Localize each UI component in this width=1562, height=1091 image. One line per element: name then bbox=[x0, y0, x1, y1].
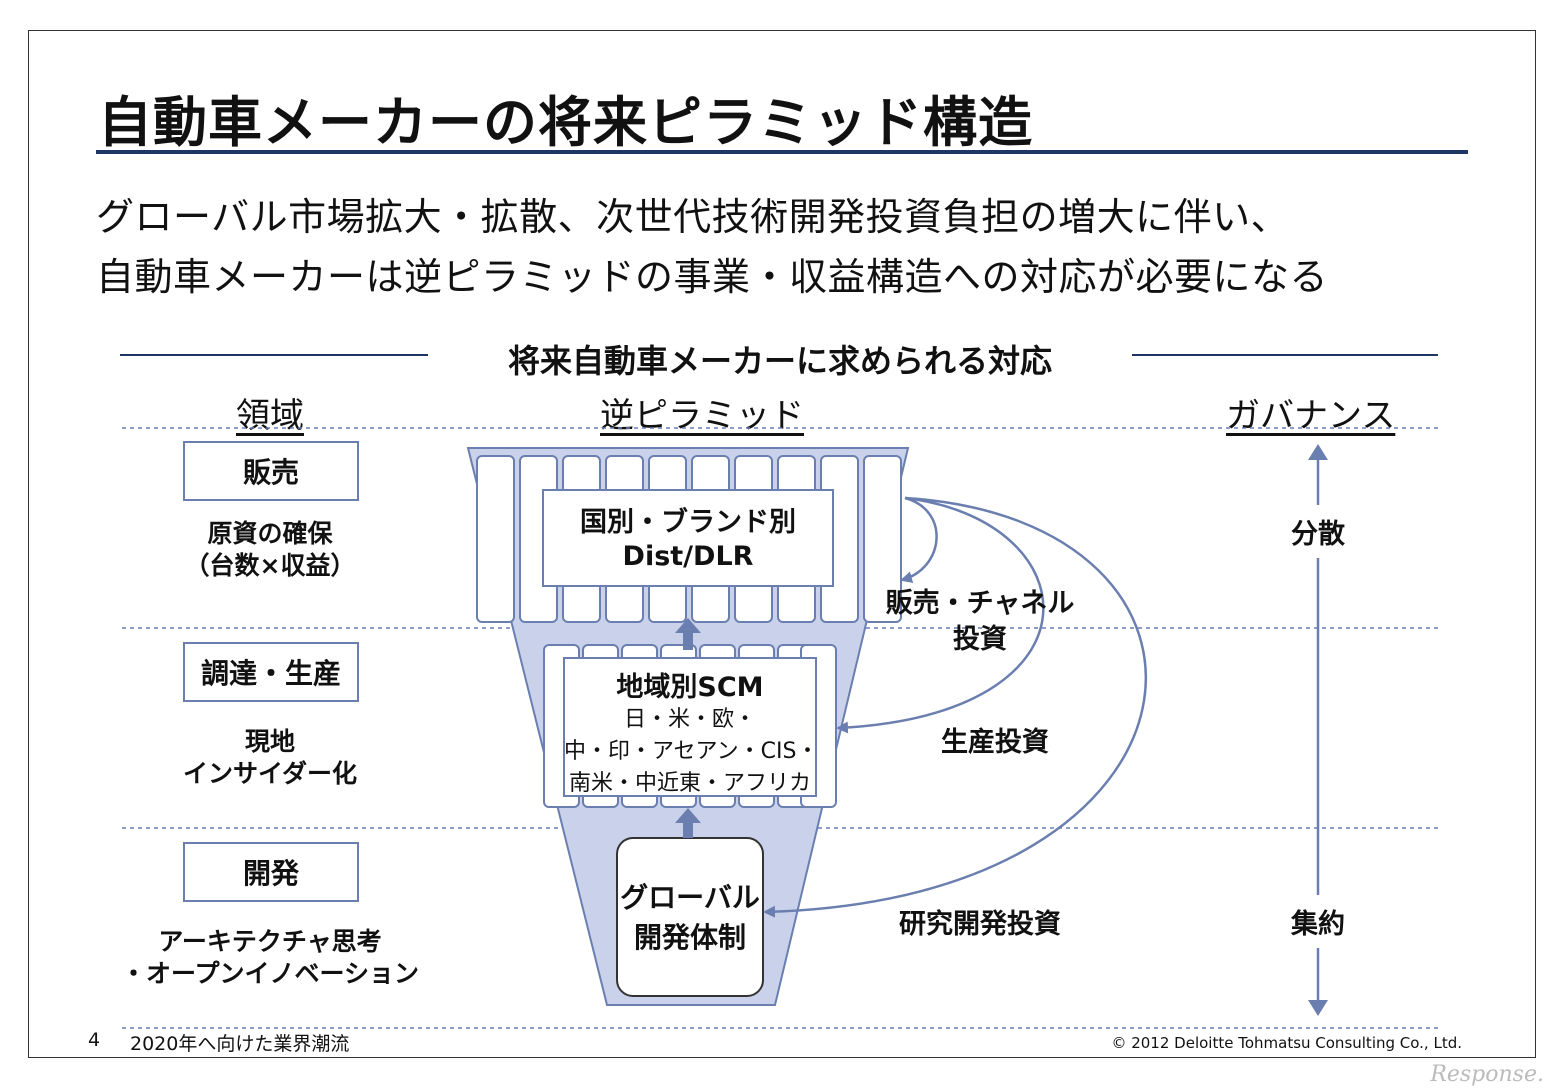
area-desc-procurement: 現地 インサイダー化 bbox=[120, 726, 420, 790]
pyramid-up-arrows bbox=[675, 618, 701, 838]
footer-page-number: 4 bbox=[88, 1029, 101, 1051]
footer-copyright: © 2012 Deloitte Tohmatsu Consulting Co.,… bbox=[1111, 1034, 1462, 1052]
area-desc-procurement-line-2: インサイダー化 bbox=[182, 759, 357, 788]
rnd-investment-label: 研究開発投資 bbox=[899, 909, 1061, 940]
slide-title: 自動車メーカーの将来ピラミッド構造 bbox=[98, 91, 1033, 154]
area-box-sales: 販売 bbox=[183, 441, 359, 501]
scm-regions-line-2: 中・印・アセアン・CIS・ bbox=[564, 739, 819, 764]
sales-channel-investment-arrow bbox=[900, 496, 938, 584]
area-desc-sales: 原資の確保 （台数×収益） bbox=[120, 518, 420, 582]
lead-line-2: 自動車メーカーは逆ピラミッドの事業・収益構造への対応が必要になる bbox=[96, 255, 1329, 299]
section-title: 将来自動車メーカーに求められる対応 bbox=[507, 342, 1052, 380]
scm-regions-line-3: 南米・中近東・アフリカ bbox=[568, 771, 811, 796]
distribution-line-1: 国別・ブランド別 bbox=[580, 507, 796, 538]
sales-channel-investment-line-2: 投資 bbox=[953, 624, 1007, 655]
area-box-development: 開発 bbox=[183, 842, 359, 902]
scm-regions-line-1: 日・米・欧・ bbox=[623, 707, 756, 732]
global-development-line-2: 開発体制 bbox=[633, 921, 746, 954]
sales-channel-investment-label: 販売・チャネル 投資 bbox=[880, 586, 1080, 658]
scm-heading: 地域別SCM bbox=[616, 672, 764, 703]
rnd-investment-arrow bbox=[763, 496, 1147, 918]
area-desc-development-line-1: アーキテクチャ思考 bbox=[158, 927, 382, 956]
title-underline bbox=[96, 150, 1468, 154]
watermark: Response. bbox=[1430, 1062, 1544, 1087]
scm-box bbox=[563, 657, 817, 797]
scm-box-text: 地域別SCM 日・米・欧・ 中・印・アセアン・CIS・ 南米・中近東・アフリカ bbox=[564, 672, 819, 800]
area-desc-development-line-2: ・オープンイノベーション bbox=[120, 959, 419, 988]
lead-line-1: グローバル市場拡大・拡散、次世代技術開発投資負担の増大に伴い、 bbox=[96, 195, 1290, 239]
area-box-procurement: 調達・生産 bbox=[183, 642, 359, 702]
area-desc-procurement-line-1: 現地 bbox=[244, 727, 295, 756]
area-desc-development: アーキテクチャ思考 ・オープンイノベーション bbox=[110, 926, 430, 990]
slide-frame bbox=[28, 30, 1536, 1058]
footer-section-name: 2020年へ向けた業界潮流 bbox=[130, 1033, 350, 1055]
global-development-text: グローバル 開発体制 bbox=[605, 878, 775, 958]
section-rule-right bbox=[1132, 354, 1438, 356]
section-rule-left bbox=[120, 354, 428, 356]
area-desc-sales-line-1: 原資の確保 bbox=[207, 519, 333, 548]
distribution-line-2: Dist/DLR bbox=[622, 541, 754, 572]
column-head-area: 領域 bbox=[236, 396, 304, 436]
global-development-line-1: グローバル bbox=[620, 881, 760, 914]
production-investment-label: 生産投資 bbox=[941, 727, 1049, 758]
column-head-governance: ガバナンス bbox=[1226, 396, 1396, 436]
distribution-box-text: 国別・ブランド別 Dist/DLR bbox=[543, 506, 833, 574]
distribution-box bbox=[542, 489, 834, 587]
column-head-pyramid: 逆ピラミッド bbox=[600, 396, 804, 436]
area-desc-sales-line-2: （台数×収益） bbox=[184, 551, 356, 580]
governance-arrow-down-head bbox=[1308, 1000, 1328, 1016]
governance-centralized-label: 集約 bbox=[1291, 909, 1345, 940]
production-investment-arrow bbox=[836, 496, 1045, 734]
governance-decentralized-label: 分散 bbox=[1291, 519, 1345, 550]
governance-arrow-up-head bbox=[1308, 444, 1328, 460]
sales-channel-investment-line-1: 販売・チャネル bbox=[885, 588, 1075, 619]
